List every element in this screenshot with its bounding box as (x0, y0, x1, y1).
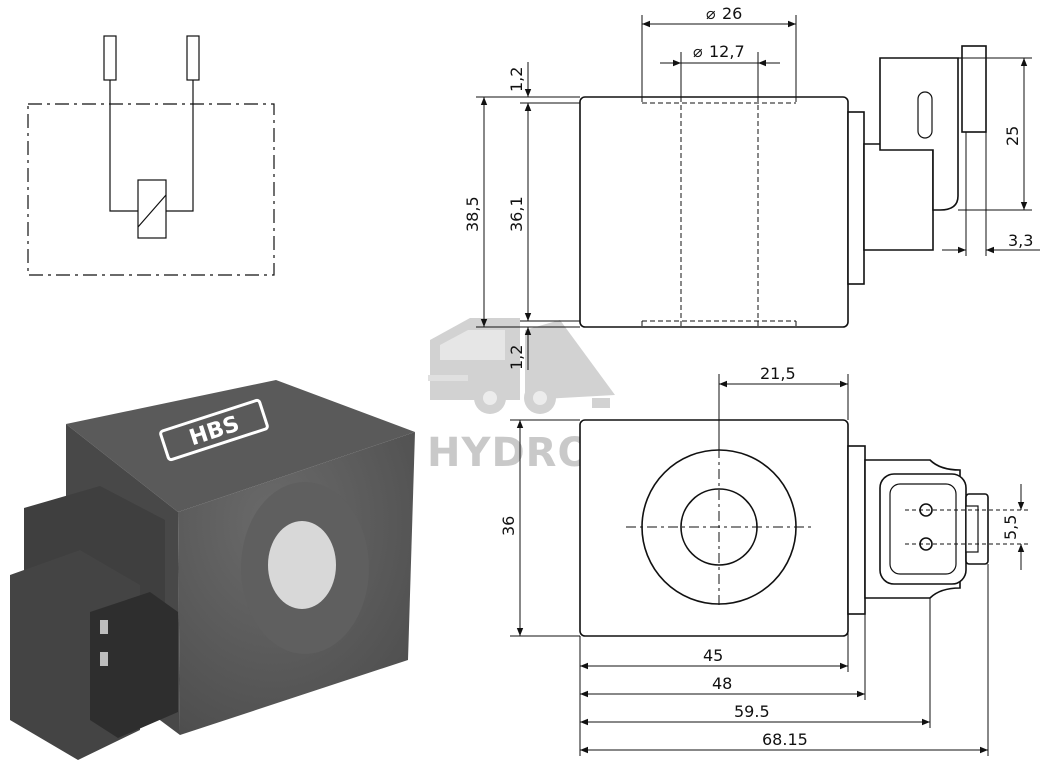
dim-gap-bottom: 1,2 (507, 345, 526, 370)
dim-dia-inner-symbol: ⌀ (693, 42, 703, 61)
connector-pin-2 (100, 652, 108, 666)
connector-slot (917, 91, 933, 139)
dim-gap-top: 1,2 (507, 67, 526, 92)
flange-front (847, 445, 866, 615)
dim-dia-outer-symbol: ⌀ (706, 4, 716, 23)
dim-length-connector: 59.5 (734, 702, 770, 721)
product-photo: HBS (10, 380, 415, 760)
dim-pin-pitch: 5,5 (1001, 515, 1020, 540)
side-view (579, 45, 987, 328)
coil-symbol (137, 179, 167, 239)
coil-body-side (579, 96, 849, 328)
dim-center-offset: 21,5 (760, 364, 796, 383)
wire-left (109, 80, 138, 212)
dim-connector-height: 25 (1003, 126, 1022, 146)
connector-pin-1 (100, 620, 108, 634)
electrical-symbol (27, 35, 275, 276)
connector-front-inner (889, 483, 957, 575)
dim-dia-outer: 26 (722, 4, 742, 23)
terminal-left (103, 35, 117, 81)
dim-face-height: 36 (499, 516, 518, 536)
coil-bore (268, 521, 336, 609)
dim-height-body: 36,1 (507, 196, 526, 232)
dim-length-body: 45 (703, 646, 723, 665)
flange-side (847, 111, 865, 285)
connector-latch (961, 45, 987, 133)
connector-base-side (863, 143, 934, 251)
connector-socket (90, 592, 178, 738)
dim-dia-inner: 12,7 (709, 42, 745, 61)
dim-height-total: 38,5 (463, 196, 482, 232)
wire-right (166, 80, 194, 212)
brand-logo-frame (159, 398, 269, 462)
truck-icon (428, 318, 615, 414)
coil-top-face (66, 380, 415, 512)
dimension-labels: ⌀ 26 ⌀ 12,7 1,2 36,1 38,5 1,2 25 3,3 21,… (463, 4, 1033, 749)
dim-length-total: 68.15 (762, 730, 808, 749)
terminal-right (186, 35, 200, 81)
front-view (579, 419, 1030, 637)
housing-outline (27, 103, 275, 276)
dimension-lines (476, 15, 1040, 756)
dim-length-flange: 48 (712, 674, 732, 693)
dim-connector-offset: 3,3 (1008, 231, 1033, 250)
